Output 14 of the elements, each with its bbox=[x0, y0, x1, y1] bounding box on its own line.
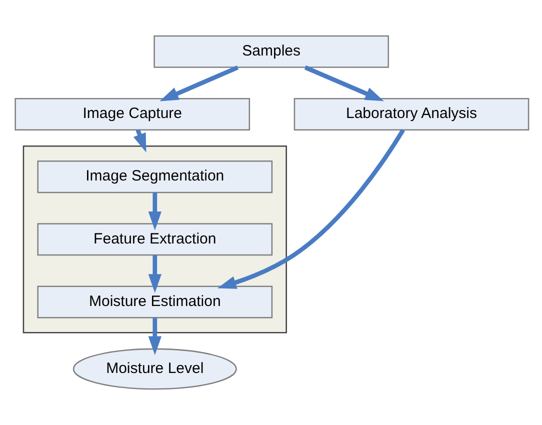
node-box: Laboratory Analysis bbox=[294, 98, 530, 130]
node-box: Image Segmentation bbox=[37, 160, 273, 194]
node-ellipse: Moisture Level bbox=[72, 348, 237, 390]
arrow bbox=[160, 65, 239, 102]
arrow bbox=[148, 318, 162, 356]
node-box: Image Capture bbox=[14, 98, 250, 130]
arrow bbox=[148, 192, 162, 230]
arrow bbox=[148, 255, 162, 293]
cluster bbox=[22, 146, 287, 334]
node-box: Moisture Estimation bbox=[37, 286, 273, 318]
arrow bbox=[217, 128, 405, 289]
node-box: Feature Extraction bbox=[37, 223, 273, 256]
arrow bbox=[304, 65, 384, 102]
node-box: Samples bbox=[154, 35, 389, 68]
